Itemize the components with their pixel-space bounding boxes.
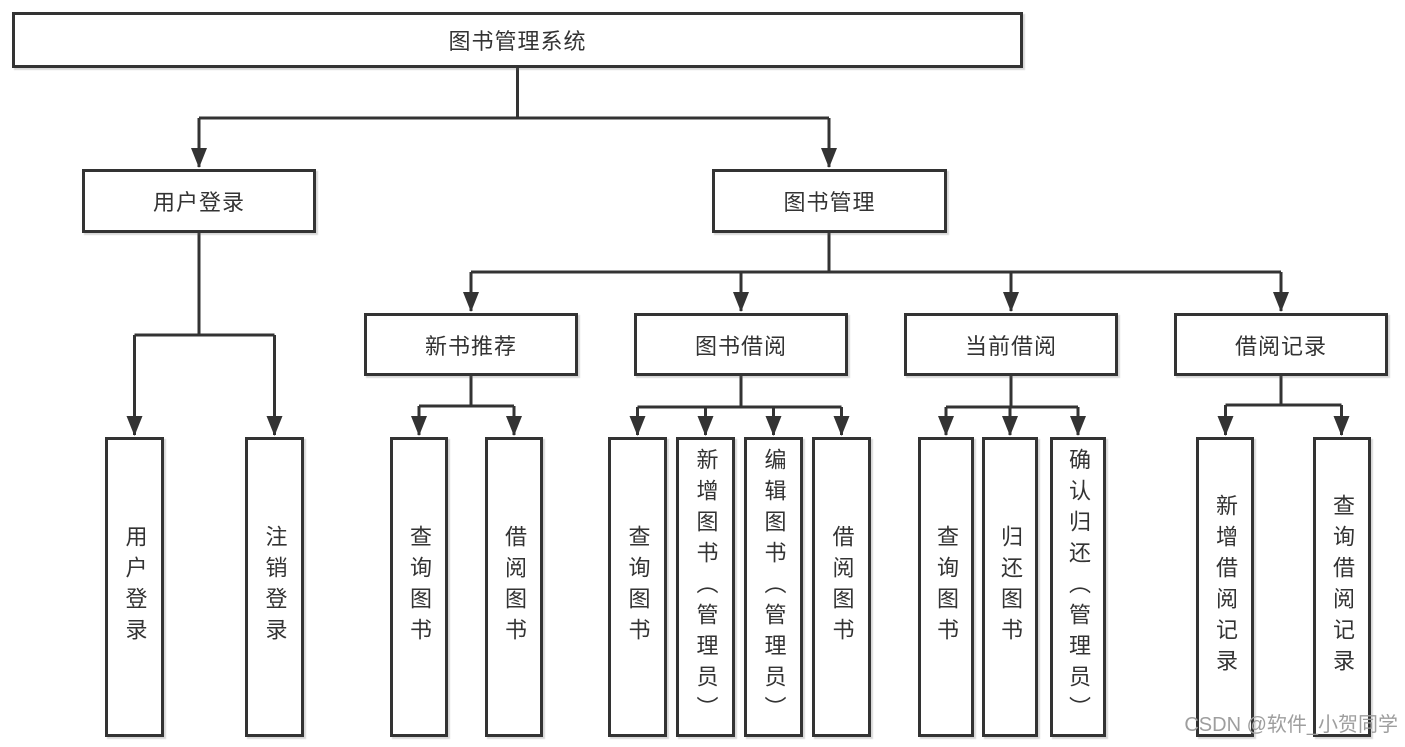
leaf-add-book-admin: 新增图书（管理员） — [676, 437, 735, 737]
leaf-return-books-label: 归还图书 — [998, 525, 1023, 649]
leaf-logout-label: 注销登录 — [262, 525, 288, 649]
csdn-watermark: CSDN @软件_小贺同学 — [1184, 714, 1398, 736]
leaf-query-books-current: 查询图书 — [918, 437, 974, 737]
leaf-edit-book-admin: 编辑图书（管理员） — [744, 437, 803, 737]
leaf-confirm-return-admin-label: 确认归还（管理员） — [1066, 447, 1091, 727]
leaf-edit-book-admin-label: 编辑图书（管理员） — [761, 447, 787, 727]
leaf-user-login-label: 用户登录 — [122, 525, 148, 649]
leaf-confirm-return-admin: 确认归还（管理员） — [1050, 437, 1106, 737]
leaf-add-borrow-record-label: 新增借阅记录 — [1213, 494, 1238, 680]
leaf-user-login: 用户登录 — [105, 437, 164, 737]
leaf-query-books-current-label: 查询图书 — [934, 525, 959, 649]
leaf-return-books: 归还图书 — [982, 437, 1038, 737]
leaf-borrow-books-borrow-label: 借阅图书 — [829, 525, 855, 649]
node-current-borrow: 当前借阅 — [904, 313, 1118, 376]
node-borrow-records: 借阅记录 — [1174, 313, 1388, 376]
leaf-add-borrow-record: 新增借阅记录 — [1196, 437, 1254, 737]
leaf-query-books-borrow-label: 查询图书 — [625, 525, 651, 649]
leaf-query-borrow-record-label: 查询借阅记录 — [1330, 494, 1355, 680]
leaf-add-book-admin-label: 新增图书（管理员） — [693, 447, 719, 727]
leaf-borrow-books-borrow: 借阅图书 — [812, 437, 871, 737]
node-book-management: 图书管理 — [712, 169, 947, 233]
leaf-query-books-recommend: 查询图书 — [390, 437, 448, 737]
leaf-logout: 注销登录 — [245, 437, 304, 737]
leaf-borrow-books-recommend: 借阅图书 — [485, 437, 543, 737]
node-new-book-recommend: 新书推荐 — [364, 313, 578, 376]
leaf-query-books-borrow: 查询图书 — [608, 437, 667, 737]
leaf-query-borrow-record: 查询借阅记录 — [1313, 437, 1371, 737]
leaf-borrow-books-recommend-label: 借阅图书 — [502, 525, 527, 649]
node-book-borrow: 图书借阅 — [634, 313, 848, 376]
node-library-management-system: 图书管理系统 — [12, 12, 1023, 68]
leaf-query-books-recommend-label: 查询图书 — [407, 525, 432, 649]
node-user-login: 用户登录 — [82, 169, 316, 233]
